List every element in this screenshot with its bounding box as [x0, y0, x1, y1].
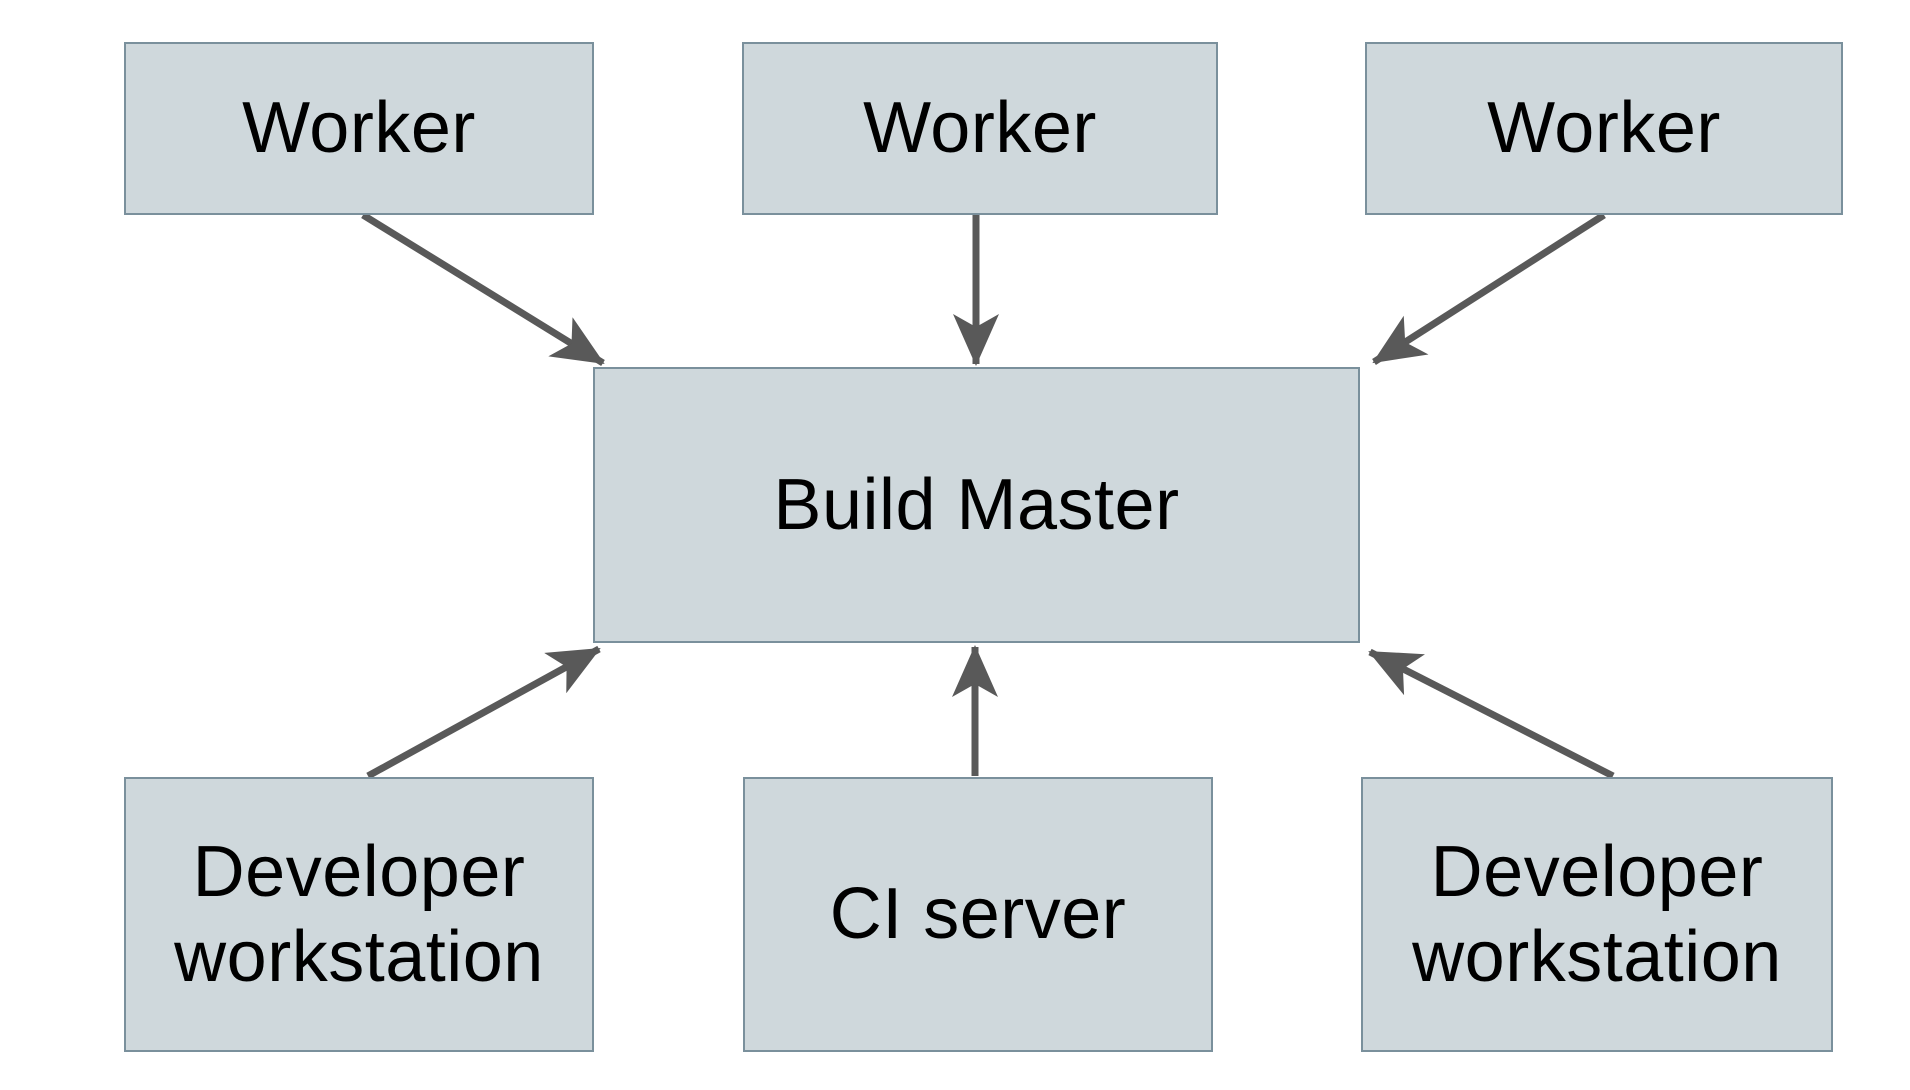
arrow-worker-1-to-build-master — [361, 212, 605, 366]
node-ci-server: CI server — [743, 777, 1213, 1052]
node-label-worker-1: Worker — [242, 88, 476, 169]
node-label-worker-3: Worker — [1487, 88, 1721, 169]
node-worker-1: Worker — [124, 42, 594, 215]
node-label-developer-workstation-left: Developer workstation — [174, 831, 544, 997]
node-worker-3: Worker — [1365, 42, 1843, 215]
node-worker-2: Worker — [742, 42, 1218, 215]
node-label-worker-2: Worker — [863, 88, 1097, 169]
arrow-developer-workstation-right-to-build-master — [1368, 648, 1615, 780]
node-developer-workstation-left: Developer workstation — [124, 777, 594, 1052]
arrow-worker-3-to-build-master — [1372, 212, 1606, 365]
node-label-ci-server: CI server — [829, 874, 1127, 955]
node-label-build-master: Build Master — [773, 464, 1180, 545]
node-label-developer-workstation-right: Developer workstation — [1412, 831, 1782, 997]
node-developer-workstation-right: Developer workstation — [1361, 777, 1833, 1052]
node-build-master: Build Master — [593, 367, 1360, 643]
arrow-developer-workstation-left-to-build-master — [366, 645, 601, 780]
